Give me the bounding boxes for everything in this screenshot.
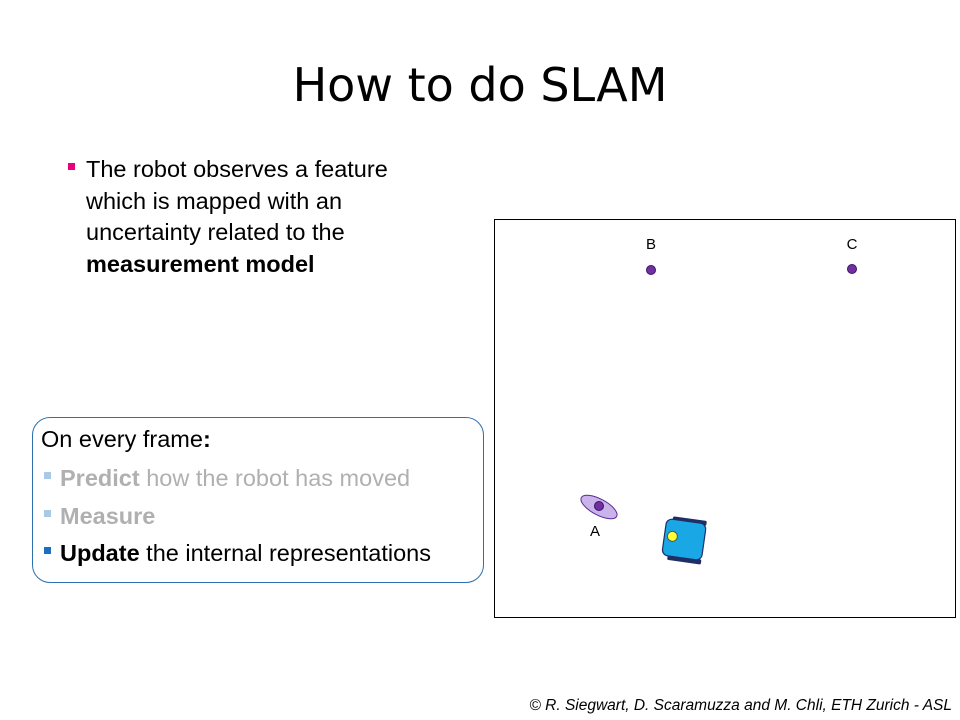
robot-sensor [666, 530, 678, 542]
robot-icon [661, 516, 707, 565]
step-marker [44, 472, 51, 480]
step-measure: Measure [44, 503, 155, 530]
step-marker [44, 547, 51, 555]
bullet-marker [68, 163, 75, 170]
heading-colon: : [202, 426, 211, 452]
step-update: Update the internal representations [44, 540, 431, 567]
landmark-c-label: C [847, 236, 858, 253]
slam-diagram: B C A [494, 219, 956, 618]
slide-footer: © R. Siegwart, D. Scaramuzza and M. Chli… [529, 697, 952, 714]
heading-text: On every frame [41, 426, 203, 452]
slam-diagram-svg: B C A [580, 236, 858, 565]
step-update-rest: the internal representations [139, 540, 431, 566]
bullet-line-4-bold: measurement model [86, 250, 315, 277]
bullet-line-1: The robot observes a feature [86, 156, 388, 182]
landmark-c [847, 264, 857, 274]
step-predict: Predict how the robot has moved [44, 465, 410, 492]
landmark-a [594, 501, 604, 511]
bullet-line-3: uncertainty related to the [86, 219, 345, 245]
step-marker [44, 510, 51, 518]
robot-body [661, 518, 707, 561]
every-frame-heading: On every frame: [41, 426, 211, 453]
main-bullet: The robot observes a feature which is ma… [68, 154, 468, 280]
landmark-a-label: A [590, 523, 600, 540]
step-predict-bold: Predict [60, 465, 140, 491]
landmark-b-label: B [646, 236, 656, 253]
step-update-bold: Update [60, 540, 140, 566]
step-predict-rest: how the robot has moved [139, 465, 411, 491]
bullet-line-2: which is mapped with an [86, 187, 343, 214]
landmark-b [646, 265, 656, 275]
bullet-text: The robot observes a feature which is ma… [86, 154, 468, 280]
step-measure-bold: Measure [60, 503, 156, 529]
every-frame-box [32, 417, 484, 583]
slide-title: How to do SLAM [292, 58, 668, 112]
